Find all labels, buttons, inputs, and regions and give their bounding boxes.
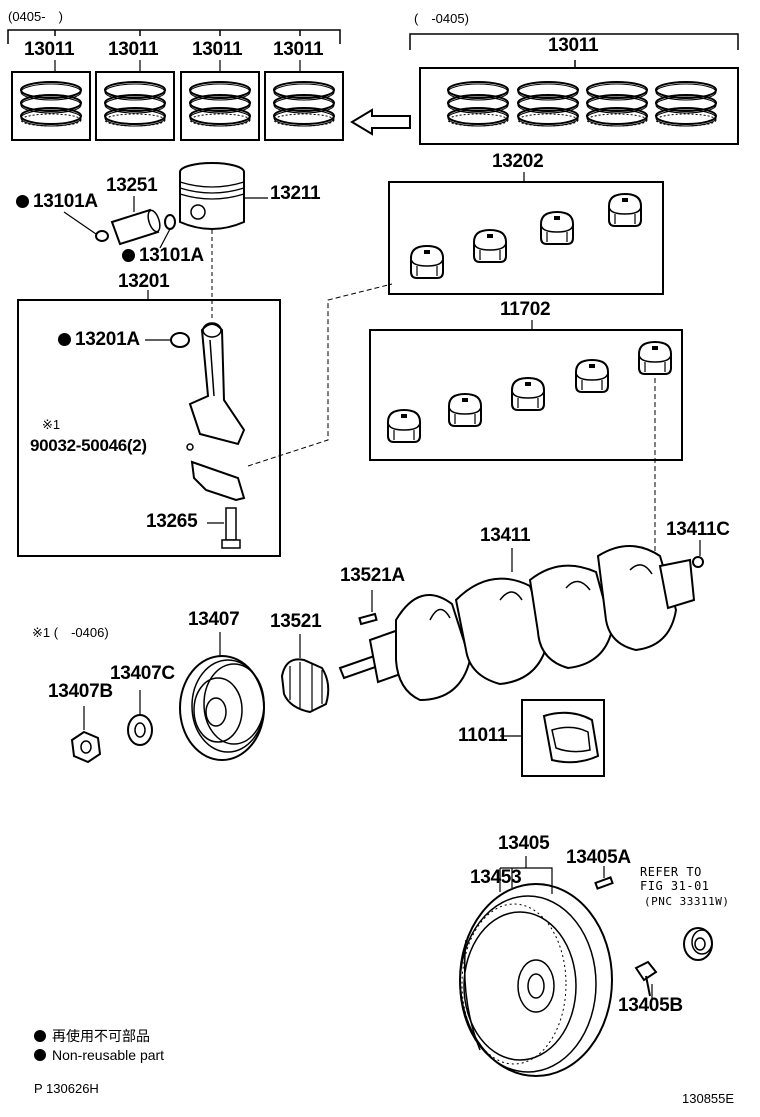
label-13521a: 13521A bbox=[340, 565, 405, 586]
label-13405a: 13405A bbox=[566, 847, 631, 868]
label-11011: 11011 bbox=[458, 725, 508, 746]
crankshaft bbox=[338, 540, 704, 702]
bracket-right-group bbox=[409, 33, 739, 67]
legend-jp-text: 再使用不可部品 bbox=[52, 1028, 150, 1044]
legend-en: Non-reusable part bbox=[34, 1047, 164, 1063]
label-11702: 11702 bbox=[500, 299, 551, 320]
thrust-washer-box bbox=[500, 699, 605, 777]
dowel-pin bbox=[594, 866, 614, 890]
label-13011-d: 13011 bbox=[273, 39, 324, 60]
crank-pulley bbox=[179, 632, 265, 761]
label-13265: 13265 bbox=[146, 511, 198, 532]
refer-line-1: REFER TO bbox=[640, 865, 702, 879]
label-13411: 13411 bbox=[480, 525, 531, 546]
legend-en-text: Non-reusable part bbox=[52, 1047, 165, 1063]
timing-gear bbox=[280, 634, 330, 714]
bracket-left-note: (0405- ) bbox=[8, 9, 63, 24]
connecting-rod-box bbox=[17, 290, 281, 557]
note-mark-1-range: ※1 ( -0406) bbox=[32, 625, 109, 640]
direction-arrow bbox=[350, 108, 411, 136]
label-13202: 13202 bbox=[492, 151, 544, 172]
footer-right-code: 130855E bbox=[682, 1091, 735, 1106]
label-90032-50046: 90032-50046(2) bbox=[30, 436, 147, 455]
label-13521: 13521 bbox=[270, 611, 322, 632]
label-13101a-bottom: 13101A bbox=[122, 246, 204, 266]
label-13407c: 13407C bbox=[110, 663, 175, 684]
label-13211: 13211 bbox=[270, 183, 321, 204]
note-mark-1: ※1 bbox=[42, 417, 61, 432]
piston bbox=[179, 162, 268, 320]
legend-dot-icon bbox=[34, 1049, 46, 1061]
flywheel bbox=[459, 856, 613, 1077]
label-13405b: 13405B bbox=[618, 995, 683, 1016]
bracket-left-group bbox=[7, 29, 341, 44]
label-13011-c: 13011 bbox=[192, 39, 243, 60]
legend-dot-icon bbox=[34, 1030, 46, 1042]
refer-line-3: (PNC 33311W) bbox=[644, 895, 730, 908]
label-13411c: 13411C bbox=[666, 519, 730, 540]
label-13405: 13405 bbox=[498, 833, 550, 854]
label-13453: 13453 bbox=[470, 867, 522, 888]
label-13011-a: 13011 bbox=[24, 39, 75, 60]
rod-bearing-box bbox=[388, 172, 664, 295]
label-13011-b: 13011 bbox=[108, 39, 159, 60]
label-13101a-top: 13101A bbox=[16, 192, 98, 212]
bracket-right-note: ( -0405) bbox=[414, 11, 469, 26]
flywheel-bolt bbox=[634, 960, 658, 1000]
label-13251: 13251 bbox=[106, 175, 158, 196]
washer bbox=[127, 690, 153, 746]
label-13407b: 13407B bbox=[48, 681, 113, 702]
legend-jp: 再使用不可部品 bbox=[34, 1028, 150, 1044]
piston-pin bbox=[63, 196, 176, 249]
main-bearing-box bbox=[369, 320, 683, 560]
pilot-bearing bbox=[683, 927, 713, 961]
label-13407: 13407 bbox=[188, 609, 240, 630]
key bbox=[358, 590, 378, 626]
ring-boxes-left bbox=[11, 60, 344, 141]
label-13201a: 13201A bbox=[58, 330, 140, 350]
footer-left-code: P 130626H bbox=[34, 1081, 99, 1096]
label-13011-e: 13011 bbox=[548, 35, 599, 56]
leader-rod-bearing bbox=[247, 283, 393, 467]
nut bbox=[70, 706, 102, 764]
label-13201: 13201 bbox=[118, 271, 170, 292]
ring-box-right bbox=[419, 67, 739, 145]
refer-line-2: FIG 31-01 bbox=[640, 879, 710, 893]
